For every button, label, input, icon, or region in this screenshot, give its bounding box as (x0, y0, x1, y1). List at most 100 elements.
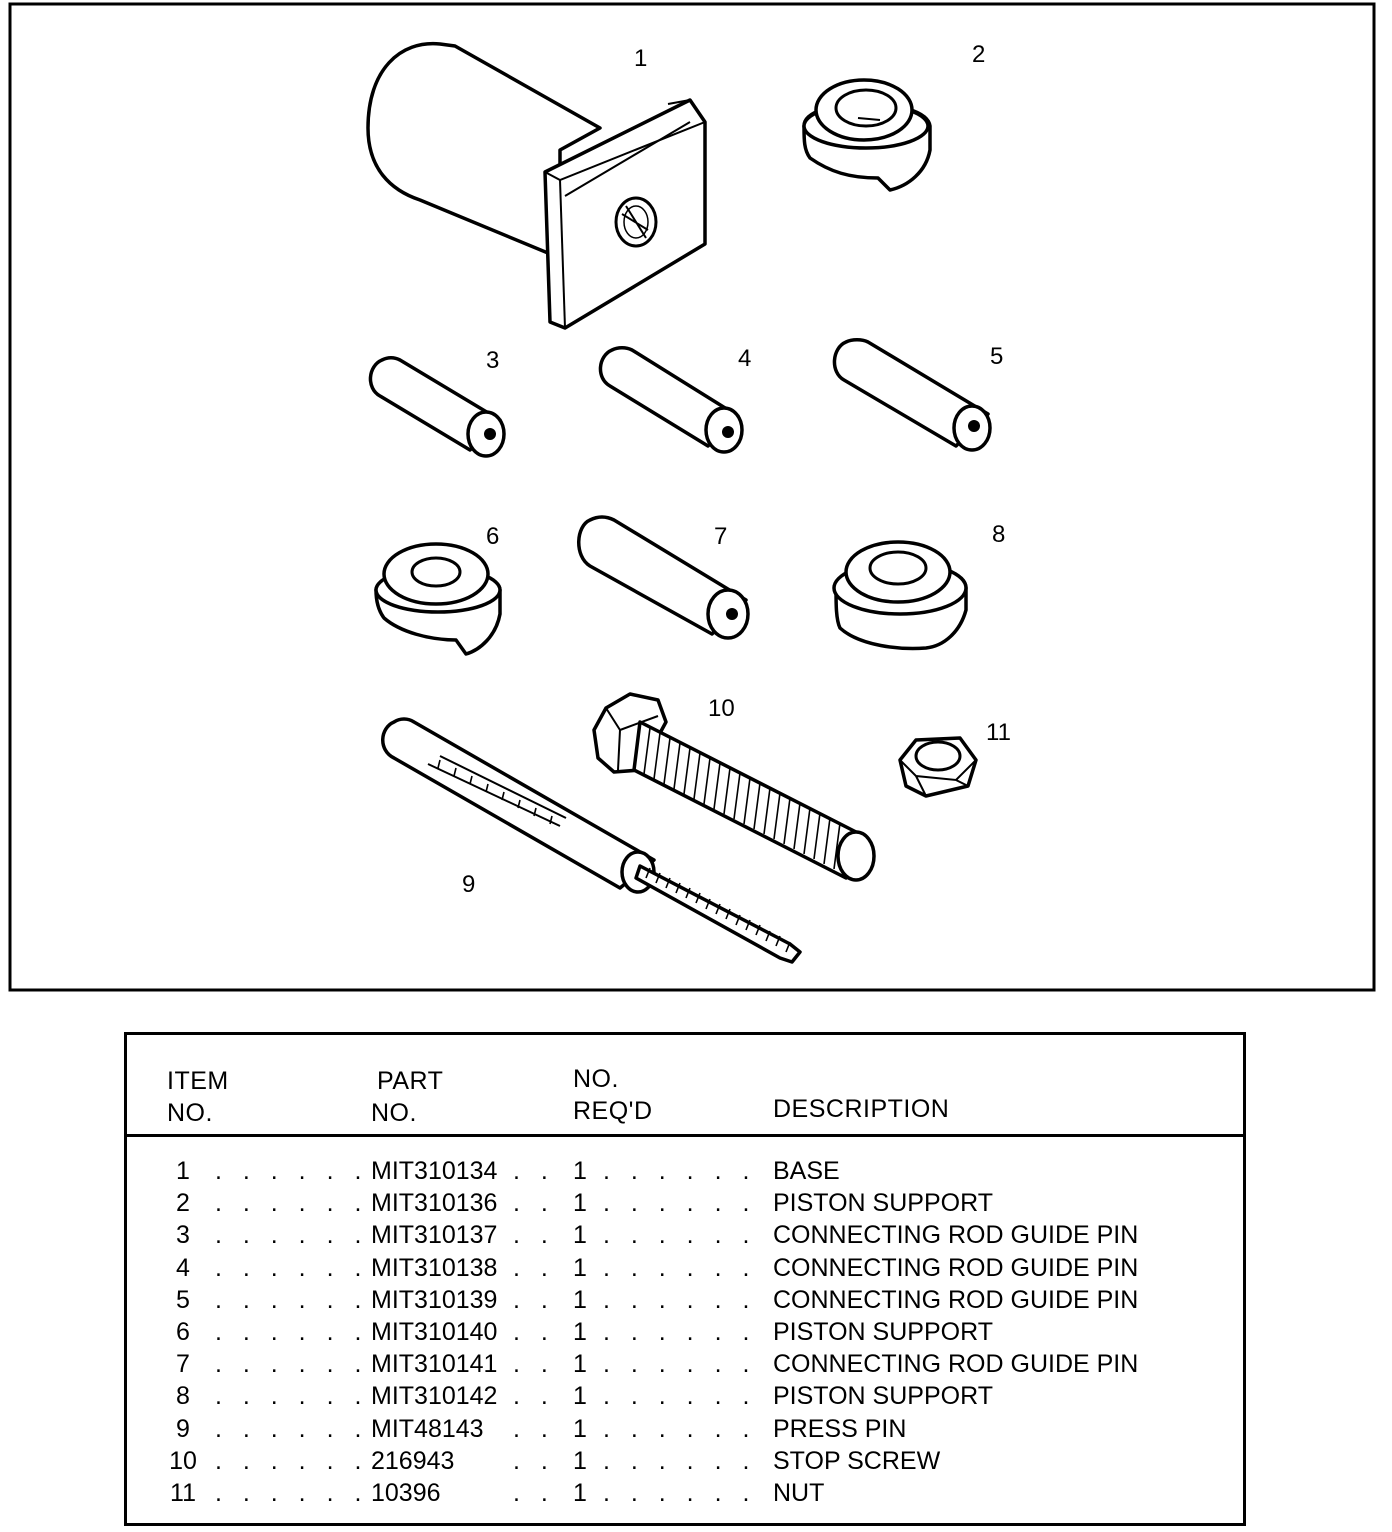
item-number: 5 (176, 1285, 190, 1314)
callout-8: 8 (992, 521, 1005, 548)
leader-dots: . . . . . . . . . . . . . . . . . . . . (513, 1221, 567, 1250)
leader-dots: . . . . . . . . . . . . . . . . . . . . (513, 1189, 567, 1218)
part-1-base (366, 41, 707, 330)
quantity-required: 1 (573, 1285, 587, 1314)
part-number: MIT310138 (371, 1253, 498, 1282)
leader-dots: . . . . . . . . . . . . . . . . . . . . (603, 1189, 767, 1218)
item-number: 8 (176, 1382, 190, 1411)
part-description: BASE (773, 1157, 840, 1185)
part-description: PISTON SUPPORT (773, 1189, 993, 1218)
header-no-reqd: NO. REQ'D (573, 1065, 653, 1125)
leader-dots: . . . . . . . . . . . . . . . . . . . . (215, 1157, 365, 1185)
quantity-required: 1 (573, 1446, 587, 1475)
leader-dots: . . . . . . . . . . . . . . . . . . . . (513, 1478, 567, 1507)
leader-dots: . . . . . . . . . . . . . . . . . . . . (603, 1350, 767, 1379)
leader-dots: . . . . . . . . . . . . . . . . . . . . (513, 1382, 567, 1411)
table-row: 11 . . . . . . . . . . . . . . . . . . . … (127, 1477, 1243, 1509)
part-description: NUT (773, 1478, 825, 1507)
leader-dots: . . . . . . . . . . . . . . . . . . . . (513, 1253, 567, 1282)
table-row: 5 . . . . . . . . . . . . . . . . . . . .… (127, 1284, 1243, 1316)
leader-dots: . . . . . . . . . . . . . . . . . . . . (215, 1382, 365, 1411)
quantity-required: 1 (573, 1157, 587, 1185)
part-description: STOP SCREW (773, 1446, 941, 1475)
item-number: 11 (170, 1478, 196, 1507)
part-number: MIT310134 (371, 1157, 498, 1185)
leader-dots: . . . . . . . . . . . . . . . . . . . . (603, 1382, 767, 1411)
part-number: 216943 (371, 1446, 455, 1475)
item-number: 9 (176, 1414, 190, 1443)
illustration-frame (8, 2, 1376, 992)
quantity-required: 1 (573, 1221, 587, 1250)
part-number: MIT310140 (371, 1317, 498, 1346)
part-4-guide-pin (598, 346, 744, 454)
leader-dots: . . . . . . . . . . . . . . . . . . . . (513, 1157, 567, 1185)
part-number: MIT310142 (371, 1382, 498, 1411)
callout-6: 6 (486, 523, 499, 550)
leader-dots: . . . . . . . . . . . . . . . . . . . . (603, 1221, 767, 1250)
parts-list-table: ITEM NO. PART NO. NO. REQ'D DESCRIPTION … (124, 1032, 1246, 1526)
table-row: 3 . . . . . . . . . . . . . . . . . . . .… (127, 1219, 1243, 1251)
callout-10: 10 (708, 695, 735, 722)
callout-1: 1 (634, 45, 647, 72)
part-7-guide-pin (577, 515, 750, 640)
item-number: 2 (176, 1189, 190, 1218)
table-rows: 1. . . . . . . . . . . . . . . . . . . .… (127, 1155, 1243, 1509)
item-number: 3 (176, 1221, 190, 1250)
callout-2: 2 (972, 41, 985, 68)
part-3-guide-pin (368, 356, 506, 458)
leader-dots: . . . . . . . . . . . . . . . . . . . . (513, 1446, 567, 1475)
leader-dots: . . . . . . . . . . . . . . . . . . . . (603, 1414, 767, 1443)
table-row: 4. . . . . . . . . . . . . . . . . . . .… (127, 1252, 1243, 1284)
table-row: 2 . . . . . . . . . . . . . . . . . . . .… (127, 1187, 1243, 1219)
table-row: 1. . . . . . . . . . . . . . . . . . . .… (127, 1155, 1243, 1187)
callout-9: 9 (462, 871, 475, 898)
part-number: MIT48143 (371, 1414, 484, 1443)
leader-dots: . . . . . . . . . . . . . . . . . . . . (603, 1317, 767, 1346)
part-description: CONNECTING ROD GUIDE PIN (773, 1285, 1139, 1314)
item-number: 10 (169, 1446, 197, 1475)
part-number: 10396 (371, 1478, 441, 1507)
leader-dots: . . . . . . . . . . . . . . . . . . . . (215, 1478, 365, 1507)
part-11-nut (898, 736, 978, 798)
table-row: 7 . . . . . . . . . . . . . . . . . . . .… (127, 1348, 1243, 1380)
leader-dots: . . . . . . . . . . . . . . . . . . . . (513, 1317, 567, 1346)
item-number: 6 (176, 1317, 190, 1346)
part-description: PISTON SUPPORT (773, 1382, 993, 1411)
leader-dots: . . . . . . . . . . . . . . . . . . . . (603, 1478, 767, 1507)
part-number: MIT310136 (371, 1189, 498, 1218)
header-item-no: ITEM NO. (167, 1067, 229, 1127)
item-number: 7 (176, 1350, 190, 1379)
leader-dots: . . . . . . . . . . . . . . . . . . . . (215, 1221, 365, 1250)
part-description: CONNECTING ROD GUIDE PIN (773, 1253, 1139, 1282)
leader-dots: . . . . . . . . . . . . . . . . . . . . (603, 1157, 767, 1185)
part-description: PISTON SUPPORT (773, 1317, 993, 1346)
header-description: DESCRIPTION (773, 1095, 950, 1123)
leader-dots: . . . . . . . . . . . . . . . . . . . . (513, 1285, 567, 1314)
leader-dots: . . . . . . . . . . . . . . . . . . . . (215, 1414, 365, 1443)
leader-dots: . . . . . . . . . . . . . . . . . . . . (603, 1285, 767, 1314)
leader-dots: . . . . . . . . . . . . . . . . . . . . (215, 1446, 365, 1475)
leader-dots: . . . . . . . . . . . . . . . . . . . . (513, 1350, 567, 1379)
leader-dots: . . . . . . . . . . . . . . . . . . . . (215, 1253, 365, 1282)
callout-11: 11 (986, 719, 1011, 746)
quantity-required: 1 (573, 1414, 587, 1443)
quantity-required: 1 (573, 1253, 587, 1282)
part-description: CONNECTING ROD GUIDE PIN (773, 1350, 1139, 1379)
item-number: 1 (176, 1157, 190, 1185)
quantity-required: 1 (573, 1350, 587, 1379)
table-row: 8 . . . . . . . . . . . . . . . . . . . .… (127, 1380, 1243, 1412)
part-6-piston-support (374, 542, 502, 656)
part-description: PRESS PIN (773, 1414, 907, 1443)
leader-dots: . . . . . . . . . . . . . . . . . . . . (215, 1350, 365, 1379)
part-5-guide-pin (832, 338, 992, 452)
leader-dots: . . . . . . . . . . . . . . . . . . . . (215, 1317, 365, 1346)
part-number: MIT310137 (371, 1221, 498, 1250)
callout-5: 5 (990, 343, 1003, 370)
callout-7: 7 (714, 523, 727, 550)
callout-3: 3 (486, 347, 499, 374)
leader-dots: . . . . . . . . . . . . . . . . . . . . (215, 1189, 365, 1218)
leader-dots: . . . . . . . . . . . . . . . . . . . . (603, 1253, 767, 1282)
part-number: MIT310141 (371, 1350, 498, 1379)
table-row: 10 . . . . . . . . . . . . . . . . . . . … (127, 1445, 1243, 1477)
callout-4: 4 (738, 345, 751, 372)
